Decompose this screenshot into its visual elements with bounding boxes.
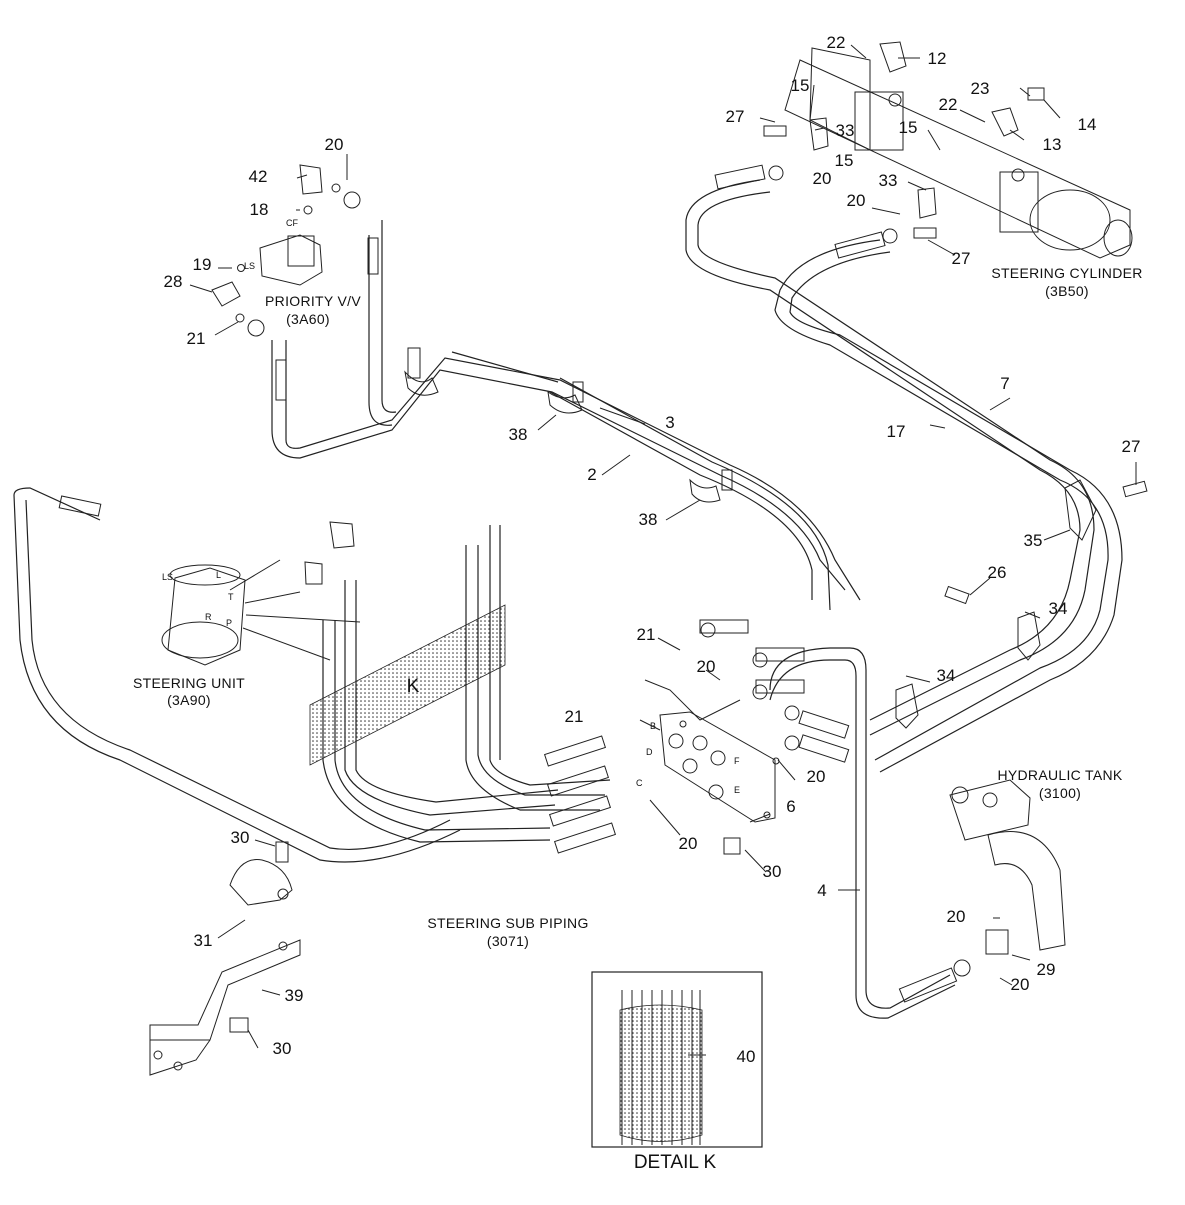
port-letters: CF LS LS T R P L B D C F E (162, 218, 740, 795)
detail-area-letter: K (407, 676, 420, 697)
callout-30: 30 (273, 1039, 292, 1058)
callout-39: 39 (285, 986, 304, 1005)
misc-fittings (304, 41, 1148, 729)
port-e: E (734, 785, 740, 795)
callout-18: 18 (250, 200, 269, 219)
priority-valve-label: PRIORITY V/V (265, 293, 361, 309)
hydraulic-tank-label: HYDRAULIC TANK (997, 767, 1122, 783)
port-p: P (226, 618, 232, 628)
port-b: B (650, 721, 656, 731)
callout-30: 30 (763, 862, 782, 881)
callout-12: 12 (928, 49, 947, 68)
callout-21: 21 (637, 625, 656, 644)
cylinder-pipe-bundle (685, 164, 1123, 773)
detail-k-title: DETAIL K (634, 1152, 717, 1173)
callout-38: 38 (509, 425, 528, 444)
callout-22: 22 (827, 33, 846, 52)
callout-15: 15 (835, 151, 854, 170)
callout-34: 34 (1049, 599, 1068, 618)
bracket-assembly (149, 837, 741, 1076)
port-t: T (228, 592, 234, 602)
callout-27: 27 (952, 249, 971, 268)
detail-k-box (591, 971, 763, 1148)
callout-20: 20 (813, 169, 832, 188)
callout-20: 20 (847, 191, 866, 210)
callout-22: 22 (939, 95, 958, 114)
sub-piping-label: STEERING SUB PIPING (427, 915, 588, 931)
hydraulic-tank (949, 779, 1066, 955)
steering-cylinder-label: STEERING CYLINDER (991, 265, 1142, 281)
callout-21: 21 (187, 329, 206, 348)
callout-34: 34 (937, 666, 956, 685)
callout-20: 20 (947, 907, 966, 926)
callout-20: 20 (697, 657, 716, 676)
main-pipe-bundle (247, 191, 861, 700)
port-d: D (646, 747, 653, 757)
callout-15: 15 (899, 118, 918, 137)
callout-14: 14 (1078, 115, 1097, 134)
steering-unit-label: STEERING UNIT (133, 675, 245, 691)
callout-20: 20 (325, 135, 344, 154)
callout-numbers: 2212152733152022231415133320272042181928… (164, 33, 1141, 1066)
callout-40: 40 (737, 1047, 756, 1066)
callout-27: 27 (726, 107, 745, 126)
callout-35: 35 (1024, 531, 1043, 550)
port-c: C (636, 778, 643, 788)
callout-6: 6 (786, 797, 795, 816)
port-ls-unit: LS (162, 572, 173, 582)
callout-31: 31 (194, 931, 213, 950)
callout-29: 29 (1037, 960, 1056, 979)
port-f: F (734, 756, 740, 766)
manifold-block (659, 711, 780, 823)
callout-30: 30 (231, 828, 250, 847)
steering-cylinder (784, 47, 1133, 259)
callout-15: 15 (791, 76, 810, 95)
callout-7: 7 (1000, 374, 1009, 393)
detail-k-area (309, 604, 506, 766)
callout-28: 28 (164, 272, 183, 291)
port-cf: CF (286, 218, 298, 228)
priority-valve (211, 164, 341, 323)
priority-valve-code: (3A60) (286, 311, 330, 327)
port-ls-valve: LS (244, 261, 255, 271)
callout-3: 3 (665, 413, 674, 432)
callout-4: 4 (817, 881, 826, 900)
callout-17: 17 (887, 422, 906, 441)
callout-20: 20 (807, 767, 826, 786)
callout-19: 19 (193, 255, 212, 274)
callout-27: 27 (1122, 437, 1141, 456)
pipe-4 (769, 647, 971, 1019)
callout-38: 38 (639, 510, 658, 529)
callout-33: 33 (836, 121, 855, 140)
callout-2: 2 (587, 465, 596, 484)
steering-unit (161, 559, 361, 666)
callout-20: 20 (679, 834, 698, 853)
callout-23: 23 (971, 79, 990, 98)
callout-21: 21 (565, 707, 584, 726)
hydraulic-tank-code: (3100) (1039, 785, 1081, 801)
callout-20: 20 (1011, 975, 1030, 994)
port-r: R (205, 612, 212, 622)
callout-42: 42 (249, 167, 268, 186)
callout-26: 26 (988, 563, 1007, 582)
steering-sub-piping (13, 487, 617, 863)
callout-13: 13 (1043, 135, 1062, 154)
leader-lines (189, 44, 1137, 1056)
callout-33: 33 (879, 171, 898, 190)
steering-unit-code: (3A90) (167, 692, 211, 708)
component-labels: PRIORITY V/V (3A60) STEERING CYLINDER (3… (133, 265, 1142, 1173)
port-l: L (216, 570, 221, 580)
sub-piping-code: (3071) (487, 933, 529, 949)
steering-cylinder-code: (3B50) (1045, 283, 1089, 299)
